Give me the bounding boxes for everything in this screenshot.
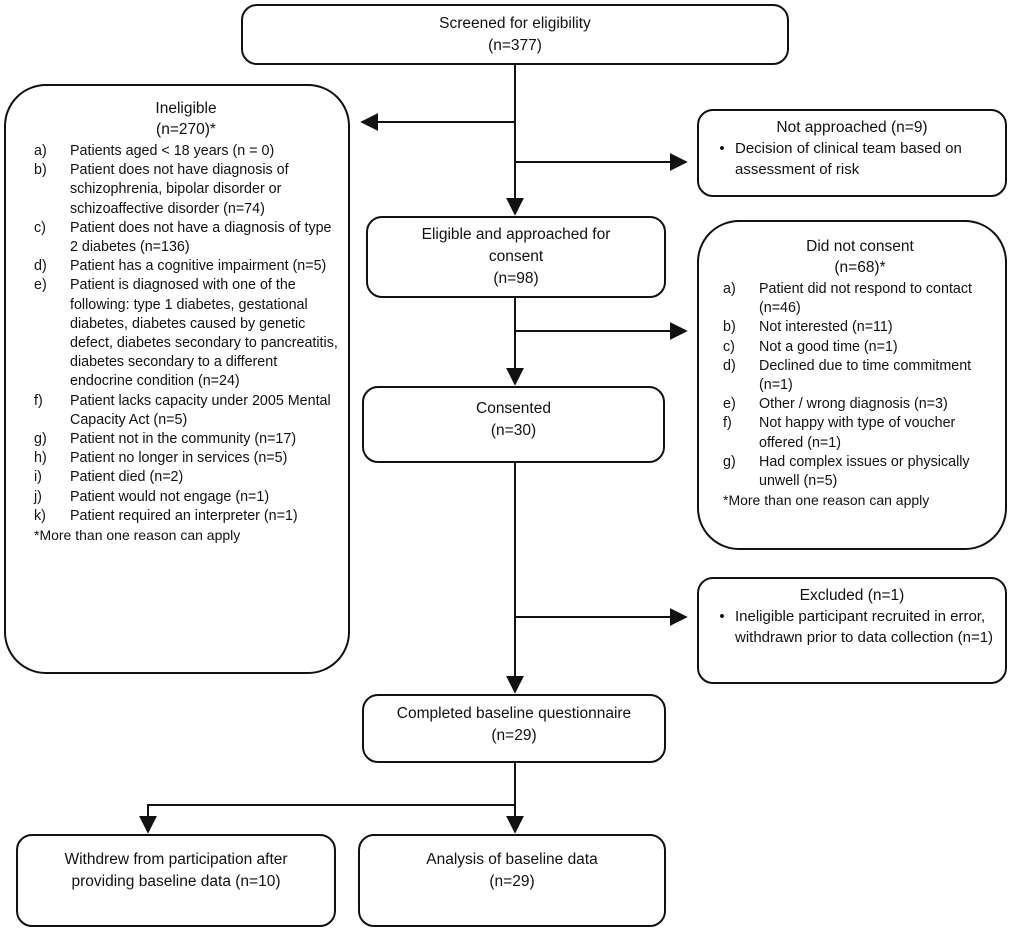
ineligible-reasons: a)Patients aged < 18 years (n = 0) b)Pat…: [34, 142, 338, 526]
withdrew-box: Withdrew from participation after provid…: [16, 834, 336, 927]
withdrew-line1: Withdrew from participation after: [64, 851, 288, 868]
consented-title: Consented: [476, 400, 551, 417]
list-item: f)Patient lacks capacity under 2005 Ment…: [34, 392, 331, 428]
screened-box: Screened for eligibility (n=377): [241, 4, 789, 65]
list-item: g)Patient not in the community (n=17): [34, 431, 297, 448]
eligible-title-line2: consent: [488, 248, 544, 265]
excluded-title: Excluded (n=1): [799, 587, 905, 604]
did-not-consent-box: Did not consent (n=68)* a)Patient did no…: [697, 220, 1007, 550]
analysis-title: Analysis of baseline data: [426, 851, 598, 868]
did-not-consent-title: Did not consent: [806, 238, 914, 255]
list-item: d)Declined due to time commitment (n=1): [723, 357, 972, 394]
did-not-consent-count: (n=68)*: [834, 259, 886, 276]
list-item: c)Patient does not have a diagnosis of t…: [34, 219, 332, 256]
ineligible-title: Ineligible: [155, 100, 217, 117]
not-approached-title: Not approached (n=9): [776, 119, 928, 136]
screened-title: Screened for eligibility: [439, 15, 591, 32]
list-item: d)Patient has a cognitive impairment (n=…: [34, 258, 327, 275]
list-item: b)Not interested (n=11): [723, 319, 893, 336]
bullet-icon: •: [719, 140, 725, 157]
baseline-count: (n=29): [491, 727, 537, 744]
ineligible-count: (n=270)*: [156, 121, 216, 138]
arrow-to-withdrew: [139, 804, 515, 834]
list-item: k)Patient required an interpreter (n=1): [34, 507, 298, 524]
not-approached-box: Not approached (n=9) •Decision of clinic…: [697, 109, 1007, 197]
list-item: j)Patient would not engage (n=1): [34, 488, 270, 505]
list-item: h)Patient no longer in services (n=5): [34, 450, 288, 467]
screened-count: (n=377): [488, 37, 542, 54]
excluded-box: Excluded (n=1) •Ineligible participant r…: [697, 577, 1007, 684]
list-item: b)Patient does not have diagnosis of sch…: [34, 162, 289, 217]
consented-box: Consented (n=30): [362, 386, 665, 463]
list-item: e)Patient is diagnosed with one of the f…: [34, 277, 338, 390]
analysis-count: (n=29): [489, 873, 535, 890]
list-item: g)Had complex issues or physically unwel…: [723, 453, 970, 490]
did-not-consent-footnote: *More than one reason can apply: [723, 492, 930, 509]
consented-count: (n=30): [490, 422, 537, 439]
eligible-box: Eligible and approached for consent (n=9…: [366, 216, 666, 298]
withdrew-line2: providing baseline data (n=10): [71, 873, 281, 890]
list-item: e)Other / wrong diagnosis (n=3): [723, 396, 948, 413]
analysis-box: Analysis of baseline data (n=29): [358, 834, 666, 927]
list-item: a)Patients aged < 18 years (n = 0): [34, 143, 275, 159]
list-item: f)Not happy with type of voucher offered…: [723, 415, 956, 451]
baseline-box: Completed baseline questionnaire (n=29): [362, 694, 666, 763]
eligible-count: (n=98): [493, 270, 539, 287]
list-item: c)Not a good time (n=1): [723, 338, 898, 355]
list-item: •Ineligible participant recruited in err…: [709, 606, 995, 648]
list-item: •Decision of clinical team based on asse…: [709, 138, 995, 180]
list-item: a)Patient did not respond to contact (n=…: [723, 281, 973, 317]
eligible-title-line1: Eligible and approached for: [421, 226, 611, 243]
baseline-title: Completed baseline questionnaire: [396, 705, 632, 722]
bullet-icon: •: [719, 608, 725, 625]
ineligible-box: Ineligible (n=270)* a)Patients aged < 18…: [4, 84, 350, 674]
ineligible-footnote: *More than one reason can apply: [34, 527, 241, 544]
list-item: i)Patient died (n=2): [34, 469, 184, 486]
did-not-consent-reasons: a)Patient did not respond to contact (n=…: [723, 280, 997, 491]
